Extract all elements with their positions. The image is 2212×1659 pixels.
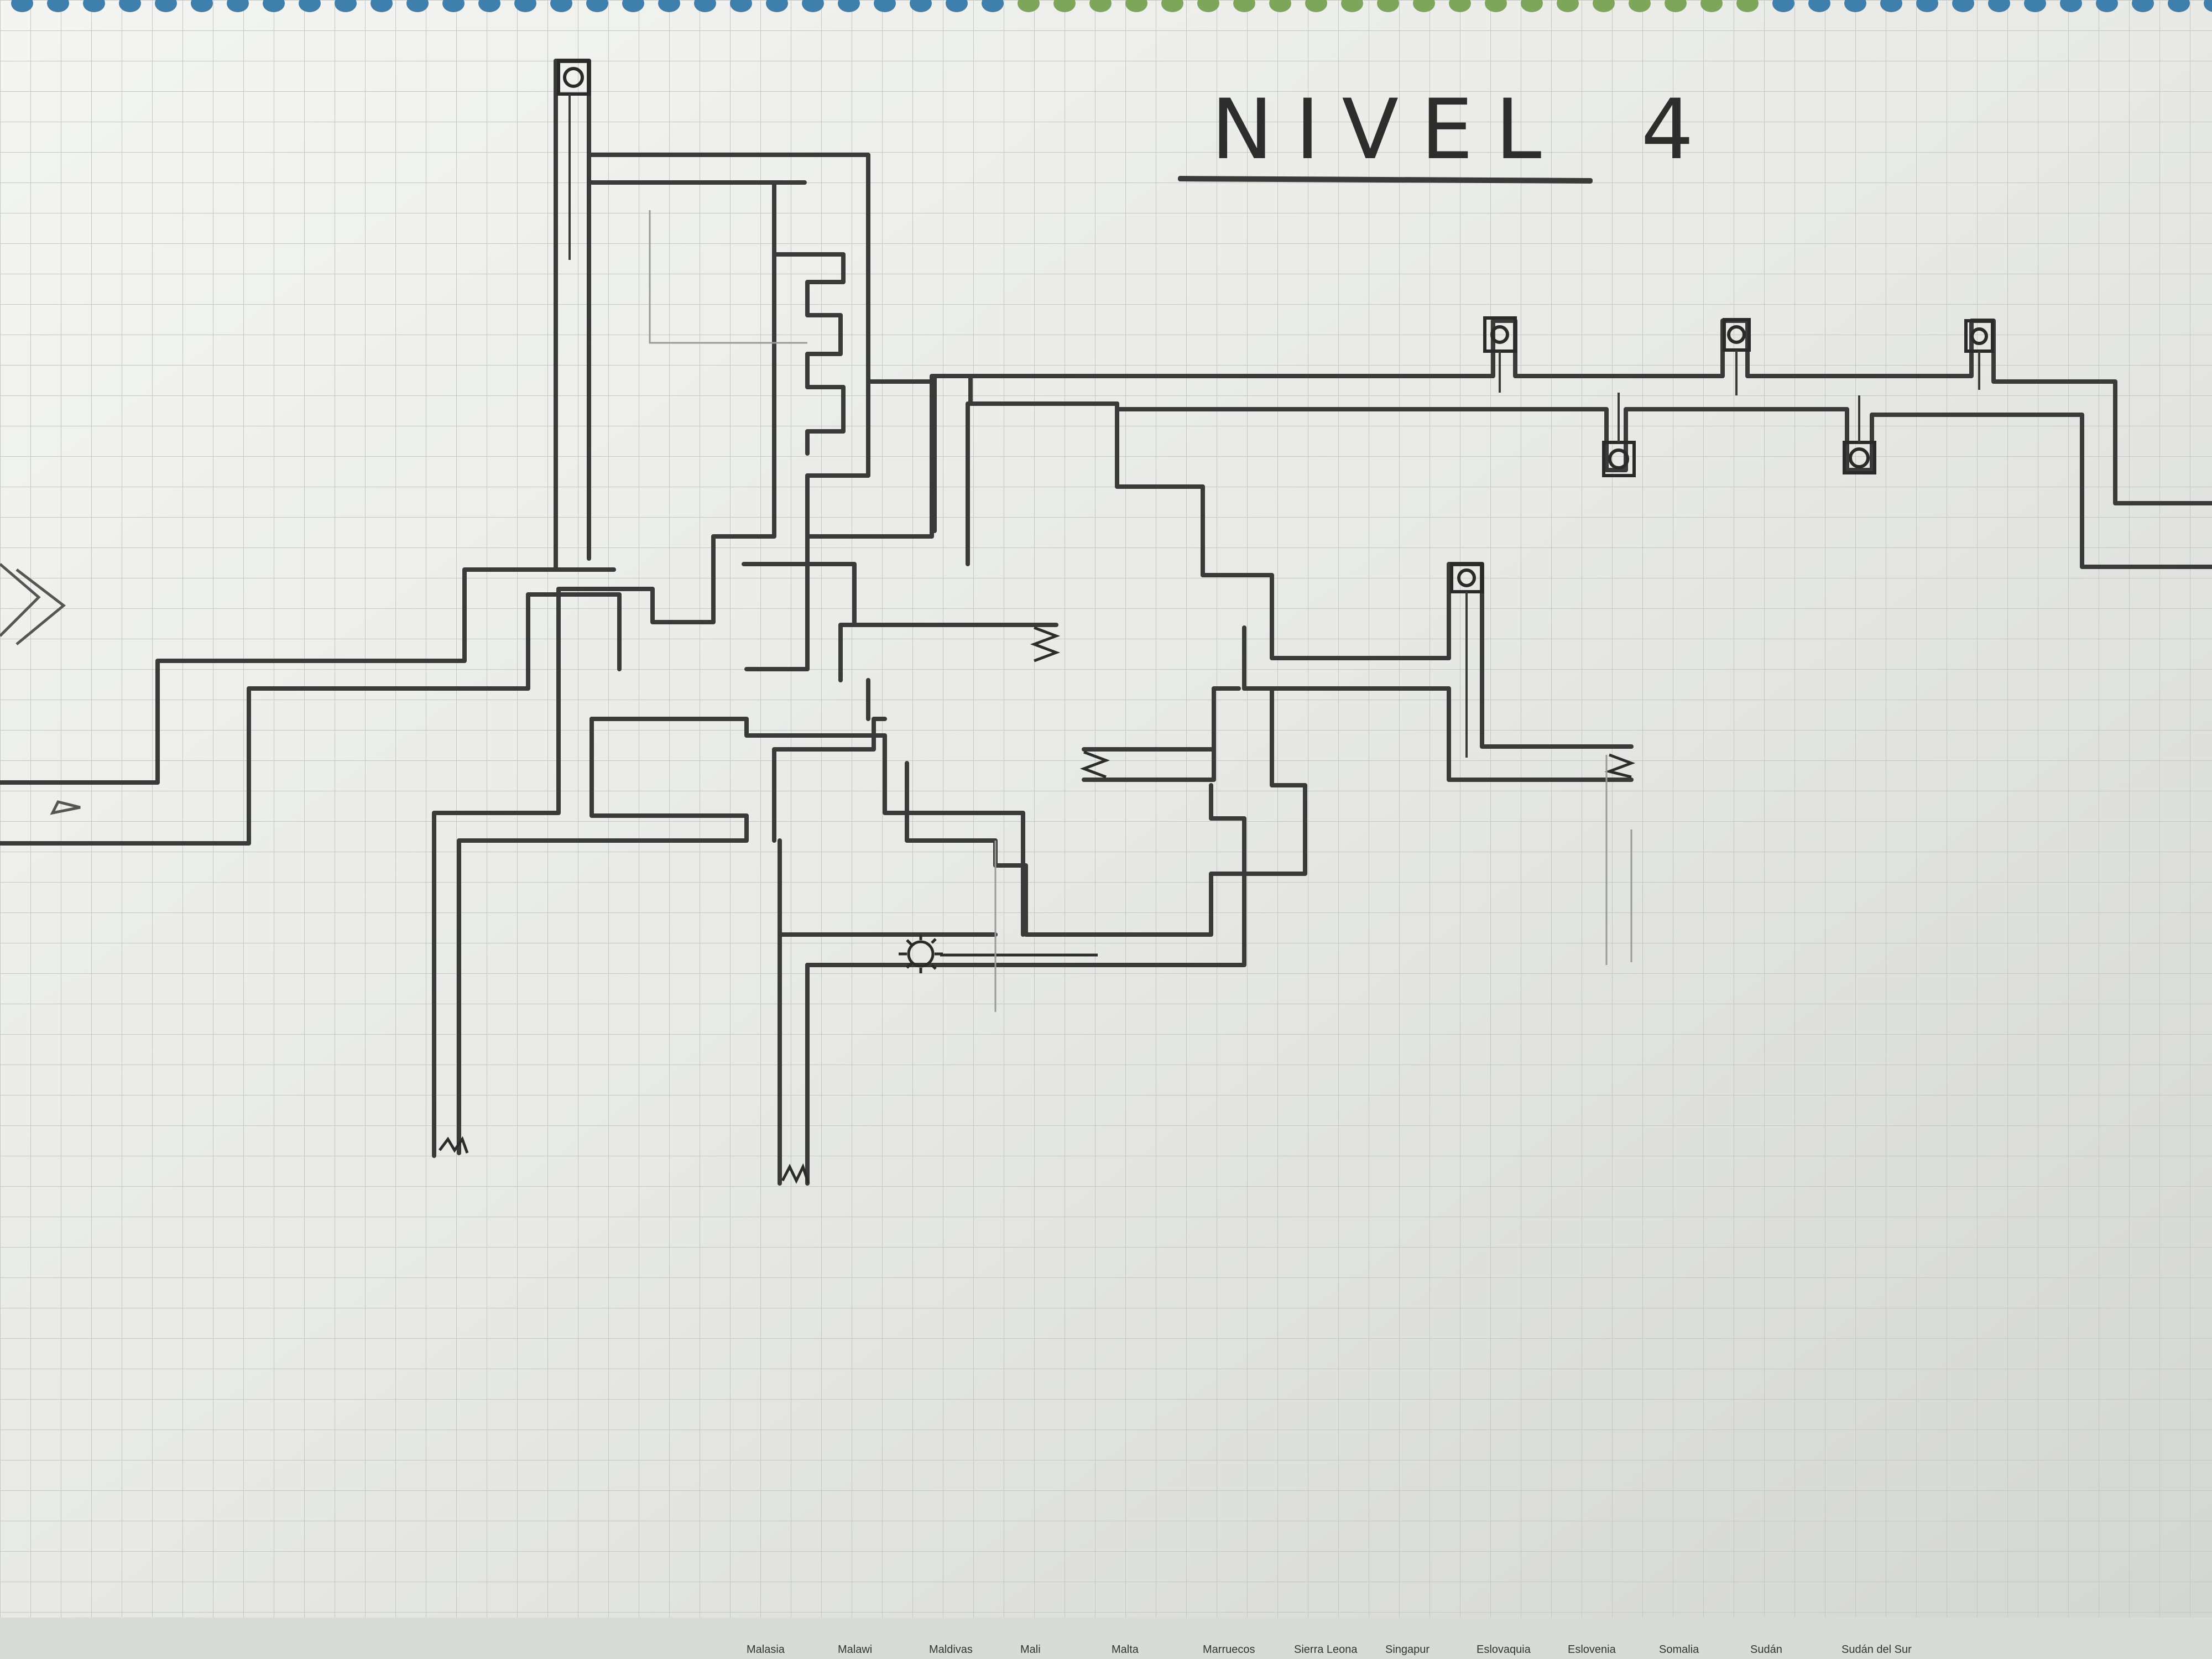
flag-label: Sudán	[1750, 1644, 1782, 1656]
flag-label: Eslovaquia	[1477, 1644, 1531, 1656]
flag-label: Eslovenia	[1568, 1644, 1616, 1656]
flag-label: Sierra Leona	[1294, 1644, 1358, 1656]
flag-label: Maldivas	[929, 1644, 973, 1656]
flag-label: Malta	[1112, 1644, 1139, 1656]
flag-label: Malasia	[747, 1644, 785, 1656]
title-number: 4	[1641, 82, 1715, 178]
flag-label: Malawi	[838, 1644, 872, 1656]
flag-label: Mali	[1020, 1644, 1041, 1656]
flag-label: Singapur	[1385, 1644, 1430, 1656]
flag-label: Marruecos	[1203, 1644, 1255, 1656]
flag-label: Sudán del Sur	[1841, 1644, 1912, 1656]
flag-label: Somalia	[1659, 1644, 1699, 1656]
title-word: NIVEL	[1211, 82, 1563, 178]
page-title: NIVEL4	[1211, 72, 1609, 188]
